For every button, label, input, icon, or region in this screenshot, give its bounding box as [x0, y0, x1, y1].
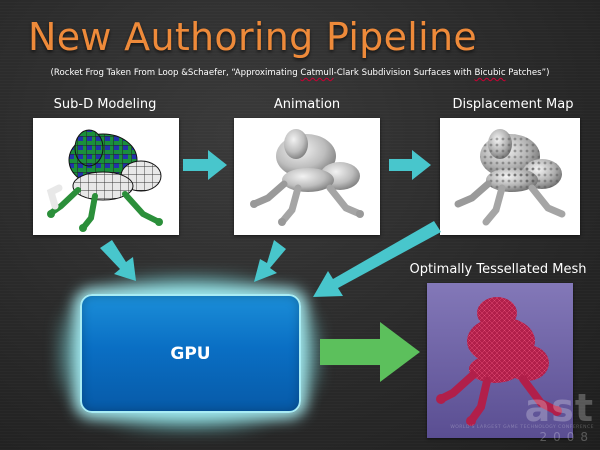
displacement-map-label: Displacement Map [452, 97, 574, 112]
arrow-gpu-to-mesh [320, 322, 420, 382]
subtitle-suffix: Patches”) [505, 68, 550, 78]
arrow-subd-to-gpu [100, 240, 136, 281]
gdc-watermark: ast WORLD'S LARGEST GAME TECHNOLOGY CONF… [450, 386, 594, 444]
subtitle-word-catmull: Catmull [300, 68, 334, 78]
subd-modeling-label: Sub-D Modeling [53, 97, 157, 112]
arrow-displacement-to-gpu [313, 221, 441, 297]
watermark-year: 2008 [539, 430, 594, 444]
gpu-label: GPU [170, 343, 211, 364]
animation-label: Animation [273, 97, 341, 112]
tessellated-mesh-label: Optimally Tessellated Mesh [409, 262, 587, 277]
animated-frog-graphic [250, 129, 364, 226]
subtitle-mid: -Clark Subdivision Surfaces with [333, 68, 475, 78]
tessellated-frog-graphic [427, 283, 573, 438]
animation-image [234, 118, 380, 235]
arrow-subd-to-animation [183, 150, 227, 180]
watermark-tagline: WORLD'S LARGEST GAME TECHNOLOGY CONFEREN… [450, 425, 594, 430]
tessellated-mesh-image [427, 283, 573, 438]
subtitle-prefix: (Rocket Frog Taken From Loop &Schaefer, … [50, 68, 301, 78]
displacement-map-image [440, 118, 580, 235]
subd-modeling-image [33, 118, 179, 235]
slide-title: New Authoring Pipeline [28, 15, 478, 59]
slide-subtitle: (Rocket Frog Taken From Loop &Schaefer, … [0, 68, 600, 78]
watermark-logo-text: ast [524, 386, 594, 430]
displaced-frog-graphic [454, 129, 566, 226]
arrow-animation-to-gpu [254, 240, 286, 282]
subtitle-word-bicubic: Bicubic [474, 68, 506, 78]
subd-frog-graphic [46, 129, 163, 232]
gpu-box: GPU [80, 294, 301, 413]
arrow-animation-to-displacement [389, 150, 431, 180]
